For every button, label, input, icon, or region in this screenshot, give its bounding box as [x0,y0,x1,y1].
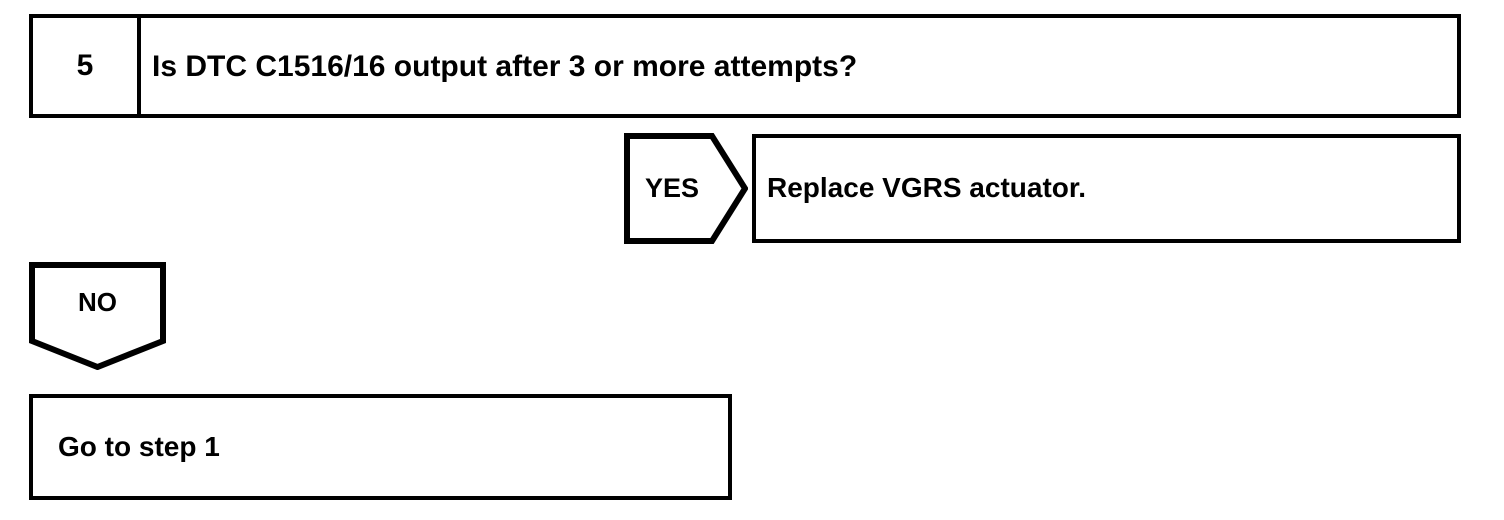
step-number: 5 [76,49,94,82]
yes-chevron-shape [624,133,748,244]
step-row: 5 Is DTC C1516/16 output after 3 or more… [29,14,1461,118]
no-result-box: Go to step 1 [29,394,732,500]
no-branch-pentagon: NO [29,262,166,370]
no-pentagon-shape [29,262,166,370]
step-number-cell: 5 [33,18,141,114]
no-result-text: Go to step 1 [58,430,220,462]
step-question-cell: Is DTC C1516/16 output after 3 or more a… [141,18,1457,114]
yes-result-text: Replace VGRS actuator. [767,172,1087,204]
no-branch-label: NO [78,287,117,317]
yes-branch-chevron: YES [624,133,748,244]
step-question-text: Is DTC C1516/16 output after 3 or more a… [152,49,858,83]
yes-branch-label: YES [644,173,700,203]
yes-result-box: Replace VGRS actuator. [752,134,1461,243]
